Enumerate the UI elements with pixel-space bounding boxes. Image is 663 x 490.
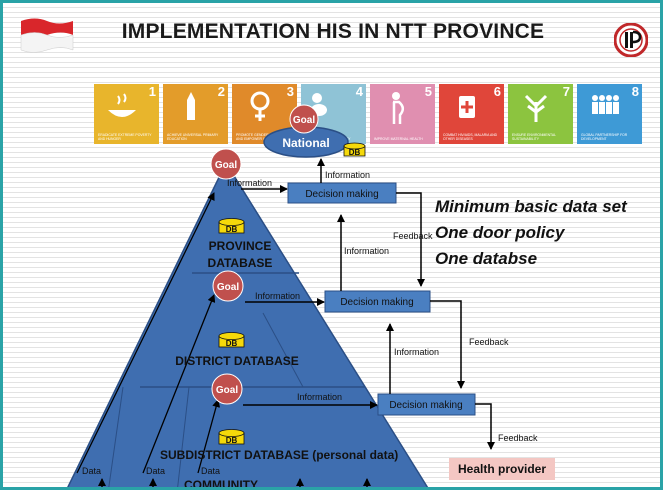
district-info-up-label: Information — [394, 347, 439, 357]
message-minimum-data-set: Minimum basic data set — [435, 197, 627, 216]
mdg-tile-7: 7 ENSURE ENVIRONMENTAL SUSTAINABILITY — [508, 84, 573, 144]
province-db-icon: DB — [218, 218, 245, 234]
organization-logo-icon — [614, 23, 648, 57]
data-label: Data — [82, 466, 101, 476]
mdg-number: 1 — [148, 84, 156, 99]
pyramid-divider — [262, 312, 304, 388]
district-goal-label: Goal — [217, 282, 239, 293]
mdg-number: 6 — [493, 84, 501, 99]
province-feedback-arrow — [396, 192, 425, 287]
province-info-up-label: Information — [344, 246, 389, 256]
mdg-caption: ACHIEVE UNIVERSAL PRIMARY EDUCATION — [167, 133, 219, 141]
mdg-number: 8 — [631, 84, 639, 99]
db-label: DB — [349, 148, 361, 157]
mdg-tile-5: 5 IMPROVE MATERNAL HEALTH — [370, 84, 435, 144]
pyramid-divider — [108, 386, 124, 487]
district-feedback-label: Feedback — [469, 337, 509, 347]
data-label: Data — [201, 466, 220, 476]
mdg-tile-6: 6 COMBAT HIV/AIDS, MALARIA AND OTHER DIS… — [439, 84, 504, 144]
tree-icon — [524, 94, 548, 122]
db-label: DB — [226, 436, 238, 445]
national-info-label: Information — [325, 170, 370, 180]
district-info-label: Information — [255, 291, 300, 301]
province-feedback-label: Feedback — [393, 231, 433, 241]
mdg-caption: ENSURE ENVIRONMENTAL SUSTAINABILITY — [512, 133, 556, 141]
mdg-number: 5 — [424, 84, 432, 99]
national-goal-circle — [289, 104, 319, 134]
mdg-number: 2 — [217, 84, 225, 99]
community-label: COMMUNITY — [184, 478, 258, 490]
medicine-icon — [459, 96, 475, 118]
subdistrict-info-label: Information — [297, 392, 342, 402]
data-arrow — [197, 399, 221, 474]
mdg-caption: ERADICATE EXTREME POVERTY AND HUNGER — [98, 133, 152, 141]
subdistrict-decision-label: Decision making — [389, 400, 462, 411]
province-decision-label: Decision making — [305, 189, 378, 200]
health-provider-box: Health provider — [449, 458, 555, 480]
subdistrict-feedback-arrow — [475, 403, 495, 450]
message-one-door-policy: One door policy — [435, 223, 565, 242]
national-label: National — [282, 136, 329, 150]
subdistrict-database-label: SUBDISTRICT DATABASE (personal data) — [160, 448, 398, 462]
db-label: DB — [226, 339, 238, 348]
data-arrow — [142, 294, 216, 474]
his-flow-diagram: National Goal DB Goal DB PROVINCE DATABA… — [67, 104, 538, 490]
pencil-icon — [187, 92, 195, 120]
mdg-caption: PROMOTE GENDER EQUALITY AND EMPOWER WOME… — [236, 133, 287, 141]
db-label: DB — [226, 225, 238, 234]
national-db-icon: DB — [343, 142, 366, 157]
mdg-number: 3 — [286, 84, 294, 99]
pyramid — [67, 161, 429, 487]
subdistrict-feedback-label: Feedback — [498, 433, 538, 443]
pregnant-woman-icon — [392, 92, 404, 124]
data-label: Data — [146, 466, 165, 476]
people-icon — [592, 95, 619, 114]
mdg-number: 4 — [355, 84, 363, 99]
district-goal-circle — [212, 270, 244, 302]
mdg-number: 7 — [562, 84, 570, 99]
province-info-label: Information — [227, 178, 272, 188]
indonesia-flag-icon — [20, 18, 74, 53]
mdg-caption: IMPROVE MATERNAL HEALTH — [374, 137, 423, 141]
pyramid-divider — [177, 386, 190, 487]
district-db-icon: DB — [218, 332, 245, 348]
district-decision-label: Decision making — [340, 297, 413, 308]
province-goal-circle — [210, 148, 242, 180]
national-goal-label: Goal — [293, 115, 315, 126]
mdg-caption: GLOBAL PARTNERSHIP FOR DEVELOPMENT — [581, 133, 628, 141]
data-arrow — [76, 192, 215, 474]
page-title: IMPLEMENTATION HIS IN NTT PROVINCE — [121, 20, 545, 43]
district-feedback-arrow — [430, 300, 465, 389]
mdg-caption: COMBAT HIV/AIDS, MALARIA AND OTHER DISEA… — [443, 133, 498, 141]
subdistrict-goal-label: Goal — [216, 385, 238, 396]
mdg-tile-2: 2 ACHIEVE UNIVERSAL PRIMARY EDUCATION — [163, 84, 228, 144]
message-one-database: One databse — [435, 249, 538, 268]
district-database-label: DISTRICT DATABASE — [175, 354, 299, 368]
province-goal-label: Goal — [215, 160, 237, 171]
female-symbol-icon — [250, 91, 270, 121]
mdg-tile-1: 1 ERADICATE EXTREME POVERTY AND HUNGER — [94, 84, 159, 144]
subdistrict-db-icon: DB — [218, 429, 245, 445]
subdistrict-goal-circle — [211, 373, 243, 405]
bowl-icon — [108, 93, 136, 117]
mdg-tile-8: 8 GLOBAL PARTNERSHIP FOR DEVELOPMENT — [577, 84, 642, 144]
province-database-label: DATABASE — [208, 256, 273, 270]
province-database-label: PROVINCE — [209, 239, 272, 253]
